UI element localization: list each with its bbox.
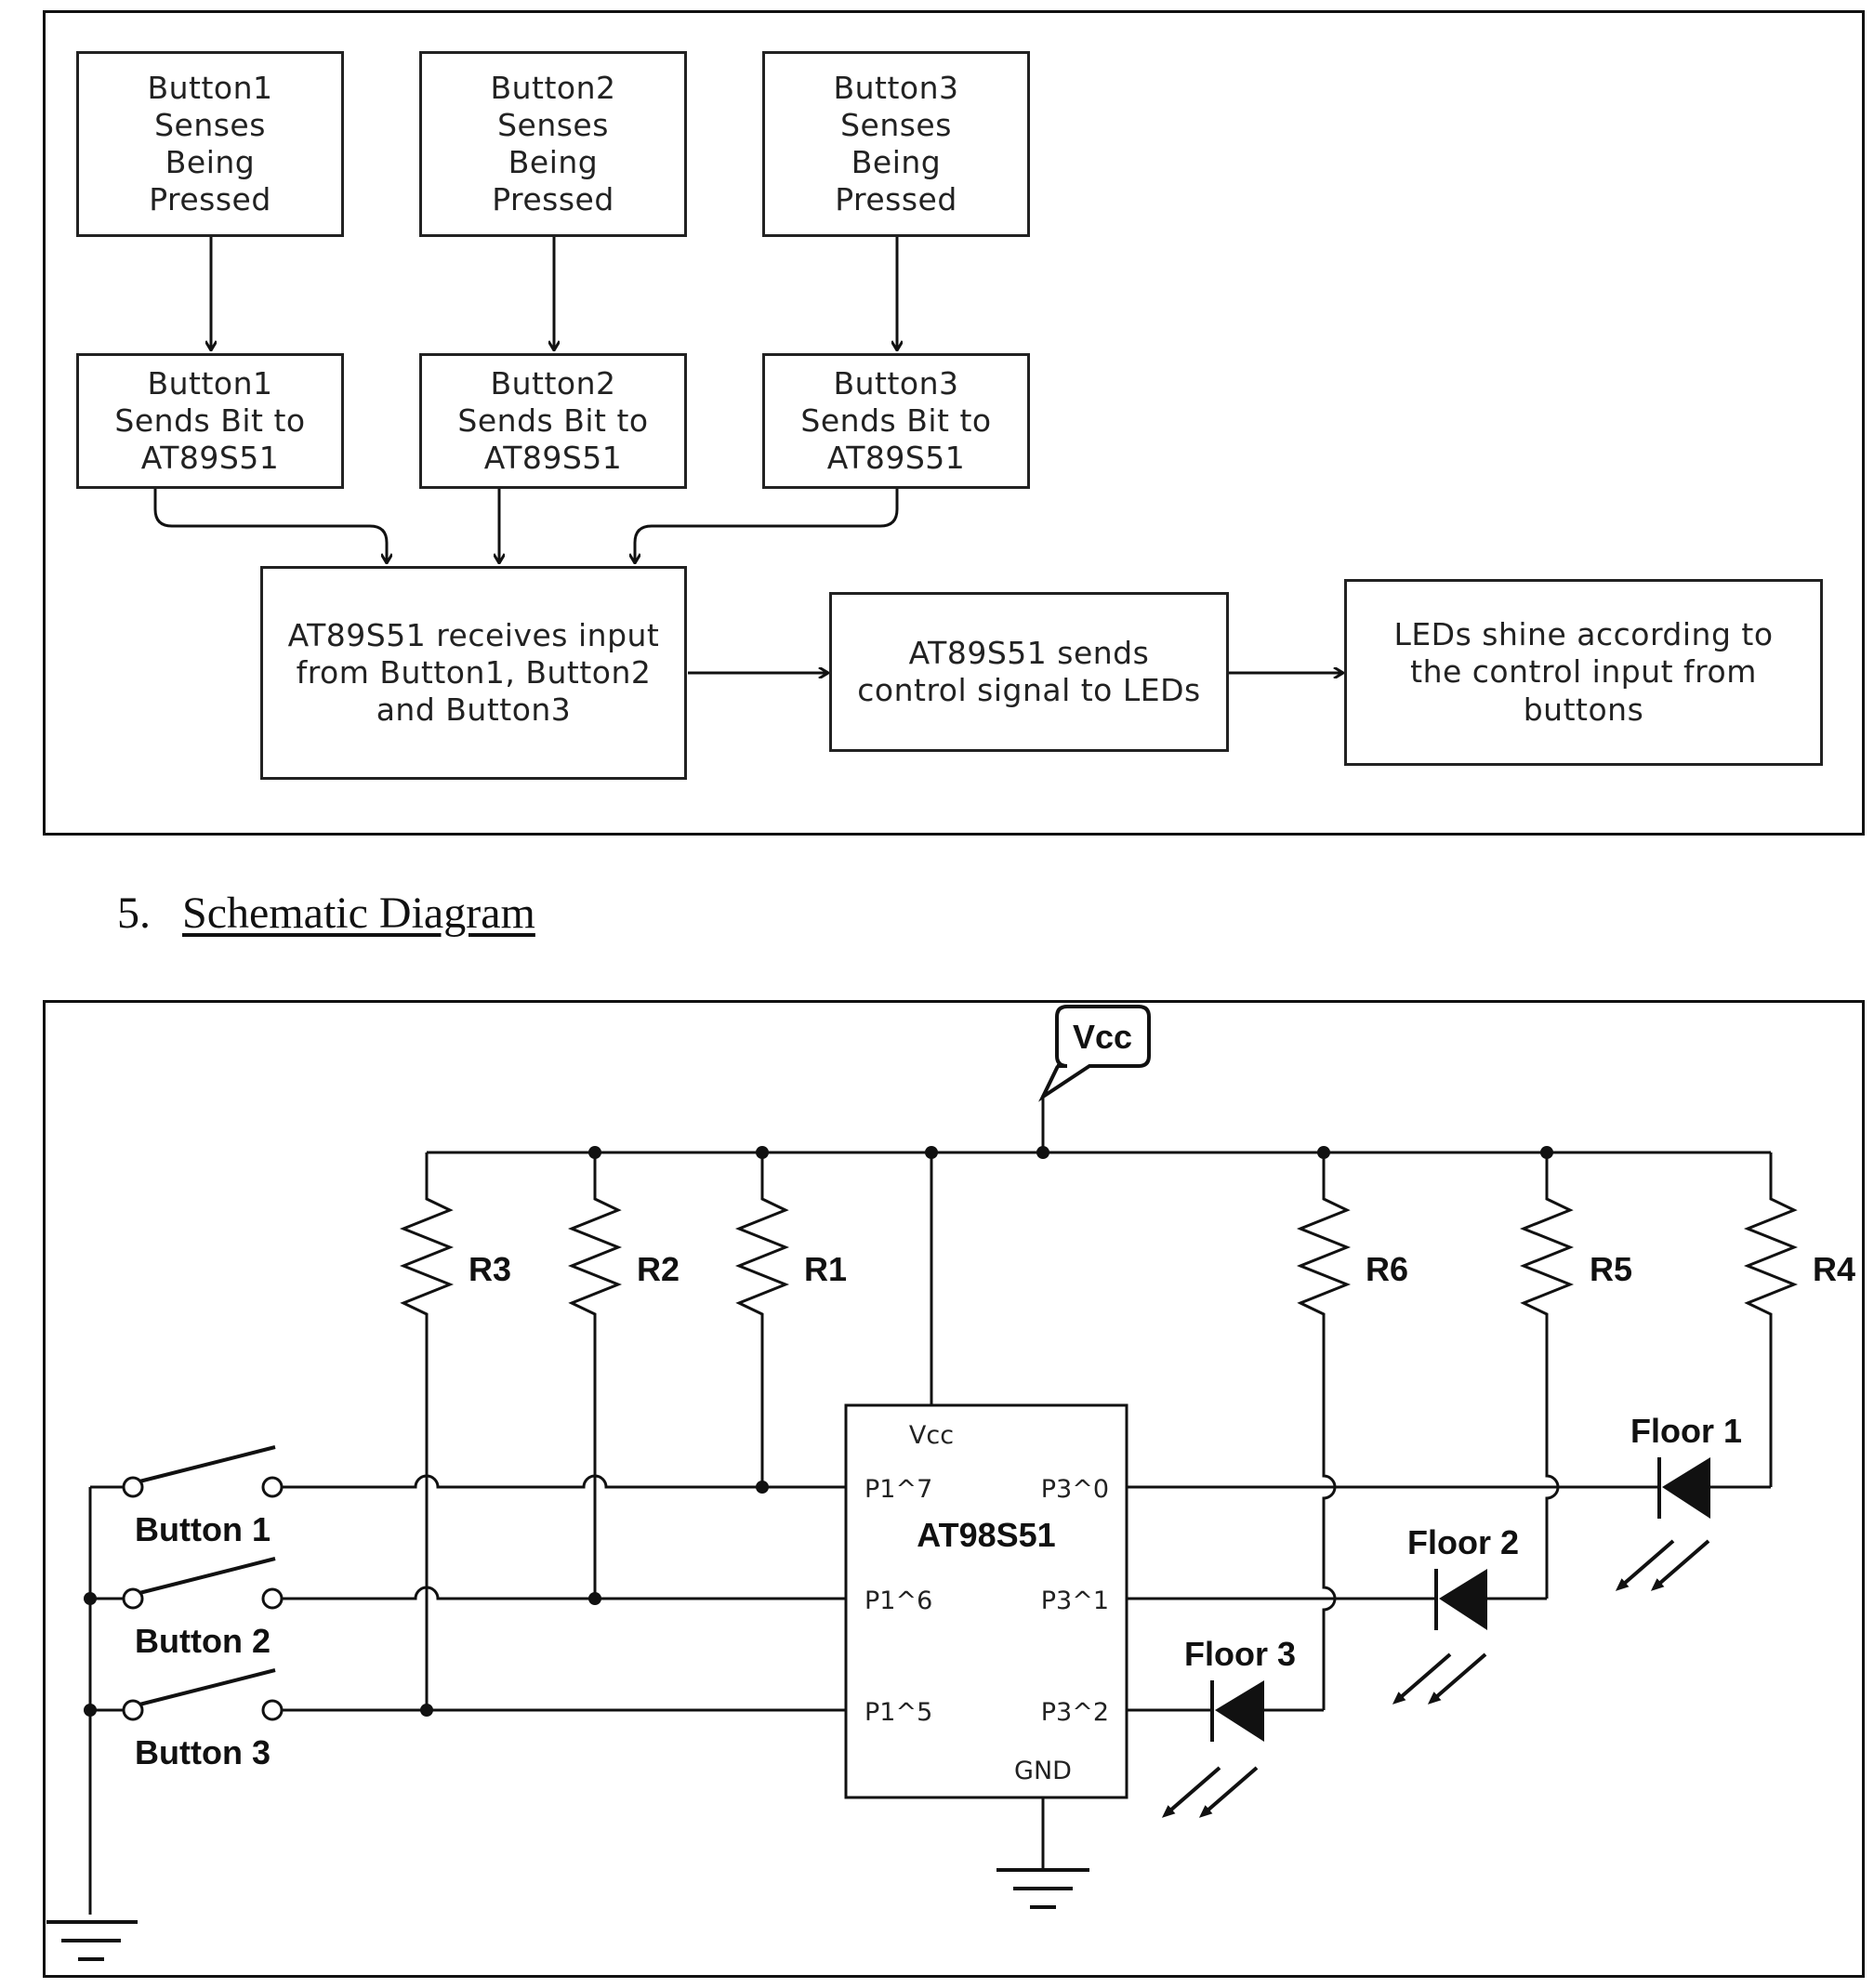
section-number: 5.: [117, 889, 151, 938]
led-floor-3: Floor 3: [1161, 1635, 1296, 1818]
section-title: Schematic Diagram: [182, 889, 535, 938]
microcontroller-chip: Vcc P1^7 P1^6 P1^5 P3^0 P3^1 P3^2 AT98S5…: [844, 1403, 1128, 1799]
vcc-tag: Vcc: [1038, 1005, 1151, 1102]
resistor-r4: R4: [1743, 1152, 1855, 1357]
chip-pin-p15: P1^5: [864, 1698, 932, 1727]
switch-button-1: Button 1: [122, 1445, 284, 1548]
chip-pin-p16: P1^6: [864, 1586, 932, 1615]
box-button1-senses: Button1 Senses Being Pressed: [76, 51, 344, 237]
chip-pin-p17: P1^7: [864, 1475, 932, 1504]
r1-label: R1: [804, 1250, 847, 1288]
led-floor-2: Floor 2: [1392, 1523, 1519, 1705]
resistor-r5: R5: [1519, 1152, 1632, 1357]
r6-label: R6: [1366, 1250, 1408, 1288]
chip-name: AT98S51: [917, 1516, 1055, 1554]
resistor-r3: R3: [399, 1152, 511, 1357]
resistor-r6: R6: [1296, 1152, 1408, 1357]
r3-label: R3: [468, 1250, 511, 1288]
box-leds-shine: LEDs shine according to the control inpu…: [1344, 579, 1823, 766]
button-ground-rail: [46, 1485, 138, 1961]
box-button2-senses: Button2 Senses Being Pressed: [419, 51, 687, 237]
floor-3-label: Floor 3: [1184, 1635, 1296, 1673]
vcc-rail: [427, 1095, 1771, 1405]
chip-pin-p32: P3^2: [1041, 1698, 1109, 1727]
led-output-wires: [1127, 1485, 1771, 1712]
box-button3-sends: Button3 Sends Bit to AT89S51: [762, 353, 1030, 489]
box-sends-control: AT89S51 sends control signal to LEDs: [829, 592, 1229, 752]
box-button2-sends: Button2 Sends Bit to AT89S51: [419, 353, 687, 489]
arrow-b3-send-to-receive: [635, 488, 899, 562]
floor-1-label: Floor 1: [1630, 1412, 1742, 1450]
section-heading: 5. Schematic Diagram: [117, 888, 535, 939]
floor-2-label: Floor 2: [1407, 1523, 1519, 1561]
box-button3-senses: Button3 Senses Being Pressed: [762, 51, 1030, 237]
button-1-label: Button 1: [135, 1510, 271, 1548]
chip-gnd-pin: GND: [1014, 1757, 1072, 1785]
chip-pin-p31: P3^1: [1041, 1586, 1109, 1615]
chip-vcc-pin: Vcc: [909, 1421, 954, 1450]
vcc-tag-label: Vcc: [1073, 1018, 1132, 1056]
switch-button-3: Button 3: [122, 1668, 284, 1771]
r5-label: R5: [1590, 1250, 1632, 1288]
led-floor-1: Floor 1: [1615, 1412, 1742, 1591]
chip-ground: [996, 1797, 1089, 1909]
resistor-r2: R2: [567, 1152, 680, 1357]
chip-pin-p30: P3^0: [1041, 1475, 1109, 1504]
flowchart-arrows: [153, 236, 1874, 836]
r4-label: R4: [1813, 1250, 1855, 1288]
button-2-label: Button 2: [135, 1622, 271, 1660]
r2-label: R2: [637, 1250, 680, 1288]
arrow-b1-send-to-receive: [153, 488, 387, 562]
box-receives-input: AT89S51 receives input from Button1, But…: [260, 566, 687, 780]
switch-button-2: Button 2: [122, 1557, 284, 1660]
box-button1-sends: Button1 Sends Bit to AT89S51: [76, 353, 344, 489]
right-resistor-wires: [1322, 1357, 1773, 1710]
left-resistor-wires: [420, 1357, 769, 1717]
button-3-label: Button 3: [135, 1733, 271, 1771]
button-row-wires: [282, 1474, 846, 1712]
resistor-r1: R1: [734, 1152, 847, 1357]
